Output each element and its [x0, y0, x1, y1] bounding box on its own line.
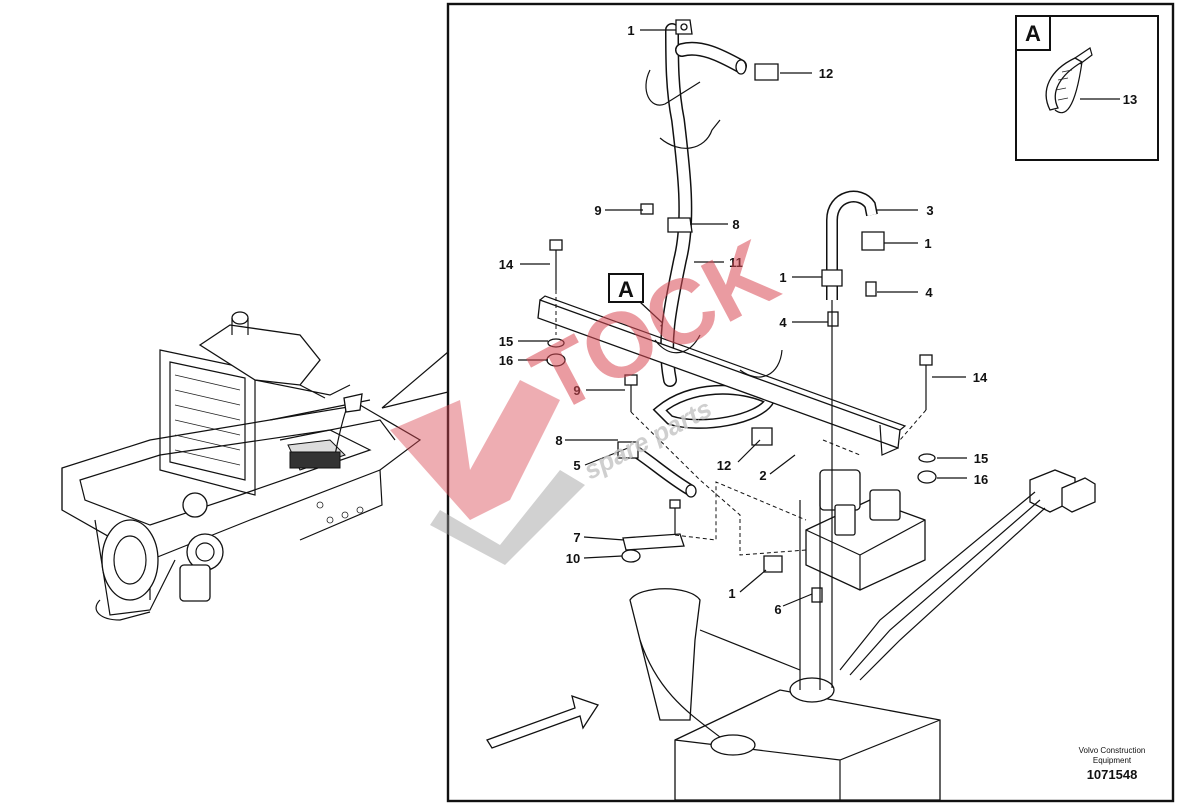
svg-text:A: A: [618, 277, 634, 302]
callout-1-mid: 1: [779, 270, 786, 285]
callout-12-mid: 12: [717, 458, 731, 473]
watermark-brand: TOCK: [517, 221, 794, 433]
callout-13: 13: [1123, 92, 1137, 107]
drawing-footer: Volvo Construction Equipment 1071548: [1079, 746, 1146, 782]
callout-8-mid: 8: [555, 433, 562, 448]
dashed-guides: [555, 290, 927, 556]
callout-11: 11: [729, 255, 743, 270]
callout-3: 3: [926, 203, 933, 218]
clamps: [617, 19, 885, 573]
callout-1-top: 1: [627, 23, 634, 38]
callout-leaders: [518, 29, 1120, 607]
callout-7: 7: [573, 530, 580, 545]
footer-company-line1: Volvo Construction: [1079, 746, 1146, 755]
footer-company-line2: Equipment: [1093, 756, 1132, 765]
plate: [622, 533, 685, 551]
watermark-logo-icon: [390, 380, 560, 520]
callout-5: 5: [573, 458, 580, 473]
callout-15-right: 15: [974, 451, 988, 466]
callout-15-left: 15: [499, 334, 513, 349]
callout-12-top: 12: [819, 66, 833, 81]
mounting-rail: [537, 295, 907, 456]
inset-letter: A: [1025, 21, 1041, 46]
callout-9-top: 9: [594, 203, 601, 218]
callout-14-left: 14: [499, 257, 514, 272]
detail-a-inset: A: [1015, 15, 1159, 161]
detail-a-marker: A: [608, 273, 671, 331]
callout-8-top: 8: [732, 217, 739, 232]
callout-10: 10: [566, 551, 580, 566]
callout-2: 2: [759, 468, 766, 483]
cable-tie-icon: [1045, 57, 1084, 111]
callout-14-right: 14: [973, 370, 988, 385]
washers: [546, 338, 937, 563]
callout-6: 6: [774, 602, 781, 617]
callout-16-right: 16: [974, 472, 988, 487]
view-direction-arrow: [486, 694, 599, 749]
valve-block: [805, 469, 926, 591]
electrical-connectors: [839, 469, 1096, 681]
callout-9-mid: 9: [573, 383, 580, 398]
cable-ties: [645, 69, 783, 378]
callout-1-right: 1: [924, 236, 931, 251]
callout-1-bottom: 1: [728, 586, 735, 601]
overview-machine-sketch: [61, 311, 422, 621]
callout-4-right: 4: [925, 285, 933, 300]
detail-frame: [446, 2, 1175, 803]
callout-numbers: 1 12 13 9 8 3 1 14 11 1 4 4 15 16 14 9 8…: [499, 23, 1137, 617]
zoom-pointer: [381, 351, 449, 409]
bolts: [549, 203, 933, 603]
hose-assembly: [624, 23, 878, 498]
callout-4-mid: 4: [779, 315, 787, 330]
footer-drawing-number: 1071548: [1087, 767, 1138, 782]
fuel-tank: [629, 300, 941, 801]
callout-16-left: 16: [499, 353, 513, 368]
